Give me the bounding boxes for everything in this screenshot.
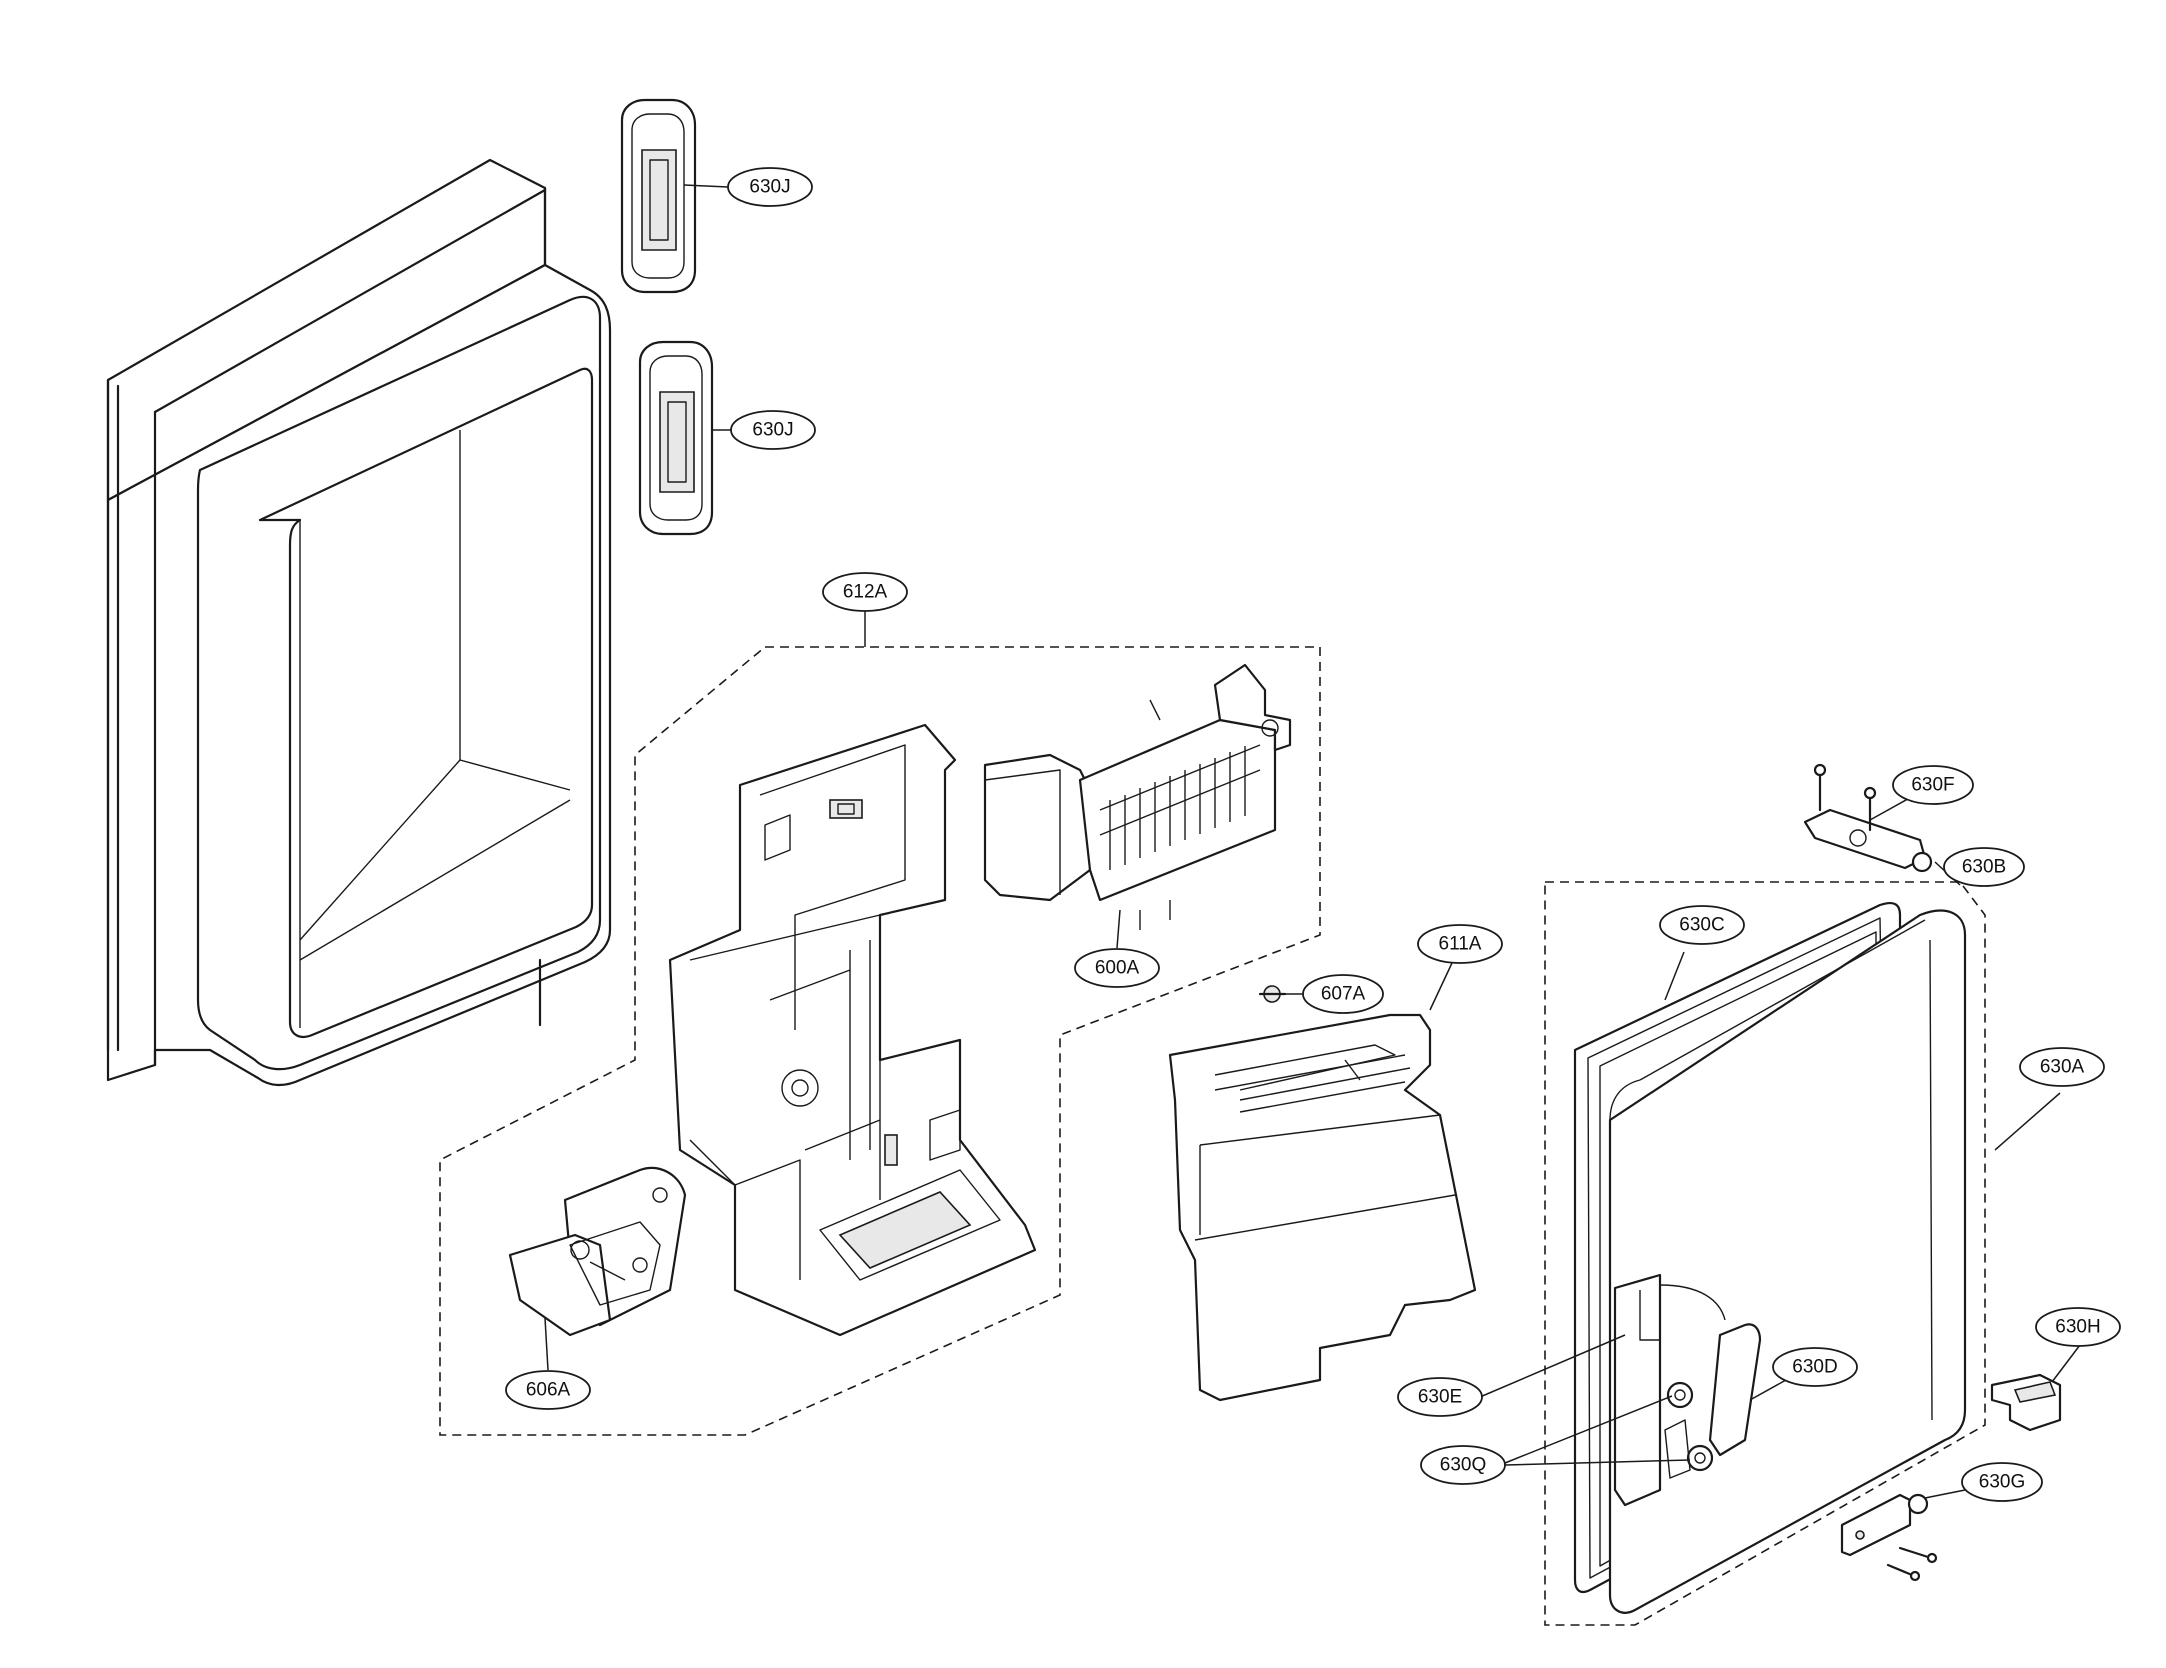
top-hinge [1803,763,1933,873]
callout-630J-top-text: 630J [749,177,790,198]
callout-630G[interactable]: 630G [1961,1462,2043,1502]
callout-611A-text: 611A [1439,934,1482,955]
handle-grommet-middle [638,340,714,536]
callout-630D-text: 630D [1792,1357,1837,1378]
callout-600A[interactable]: 600A [1074,948,1160,988]
callout-630H-text: 630H [2055,1317,2100,1338]
callout-630J-middle[interactable]: 630J [730,410,816,450]
callout-630F[interactable]: 630F [1892,765,1974,805]
bottom-hinge [1840,1493,1938,1582]
callout-630A-text: 630A [2040,1057,2085,1078]
callout-606A-text: 606A [526,1380,571,1401]
ice-maker [983,663,1292,930]
callout-607A[interactable]: 607A [1302,974,1384,1014]
callout-630E-text: 630E [1418,1387,1462,1408]
callout-630B-text: 630B [1962,857,2006,878]
callout-630F-text: 630F [1911,775,1954,796]
callout-611A[interactable]: 611A [1417,924,1503,964]
assembly-612A-boundary [439,646,1321,1436]
assembly-630A-boundary [1544,881,1986,1626]
callout-630B[interactable]: 630B [1943,847,2025,887]
door-outer-panel [106,158,612,1087]
callout-630E[interactable]: 630E [1397,1377,1483,1417]
callout-630D[interactable]: 630D [1772,1347,1858,1387]
callout-607A-text: 607A [1321,984,1366,1005]
callout-600A-text: 600A [1095,958,1140,979]
inner-door-panel [1608,909,1967,1614]
handle-grommet-top [620,98,697,294]
callout-630J-top[interactable]: 630J [727,167,813,207]
callout-630H[interactable]: 630H [2035,1307,2121,1347]
callout-630A[interactable]: 630A [2019,1047,2105,1087]
callout-630C-text: 630C [1679,915,1724,936]
dispenser-housing [668,723,1037,1337]
callout-630C[interactable]: 630C [1659,905,1745,945]
flap-assembly [508,1166,687,1337]
callout-630Q-text: 630Q [1440,1455,1486,1476]
callout-606A[interactable]: 606A [505,1370,591,1410]
latch-assembly [1613,1273,1762,1507]
dispenser-cover [1168,1013,1477,1402]
callout-612A[interactable]: 612A [822,572,908,612]
callout-630G-text: 630G [1979,1472,2025,1493]
callout-630J-middle-text: 630J [752,420,793,441]
door-stopper [1990,1373,2062,1432]
callout-612A-text: 612A [843,582,888,603]
callout-630Q[interactable]: 630Q [1420,1445,1506,1485]
